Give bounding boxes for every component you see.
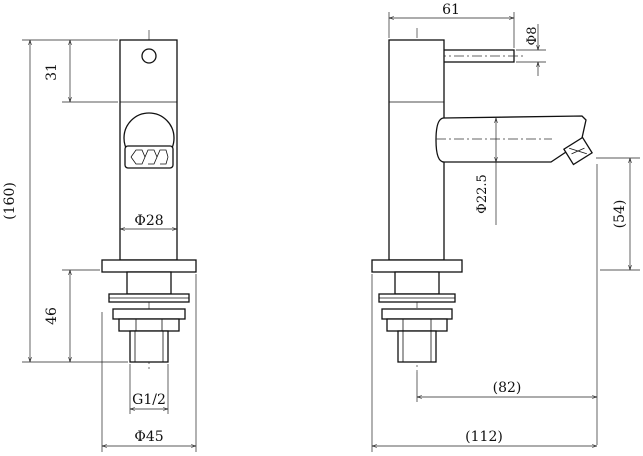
side-base-flange (371, 259, 463, 273)
side-thread-tail (397, 330, 437, 363)
dim-overall-height: (160) (2, 182, 18, 220)
dim-thread: G1/2 (132, 392, 166, 408)
dim-handle-diameter: Φ8 (525, 27, 540, 46)
dim-outlet-height: (54) (612, 200, 628, 229)
side-view: 61 Φ8 Φ22.5 (54) (82) (112) (371, 2, 640, 452)
front-thread-tail (129, 330, 169, 363)
dim-spout-diameter: Φ22.5 (475, 174, 490, 214)
dim-handle-length: 61 (442, 2, 460, 18)
front-view: (160) 31 46 Φ28 G1/2 Φ45 (2, 30, 197, 452)
dim-spout-reach: (82) (493, 380, 522, 396)
dim-overall-depth: (112) (465, 429, 503, 445)
side-shank (394, 271, 440, 295)
front-shank (126, 271, 172, 295)
dim-body-height: 31 (44, 63, 60, 81)
side-body (388, 39, 445, 261)
side-aerator (563, 136, 593, 166)
side-nut (381, 308, 453, 320)
side-lock-nut (386, 318, 448, 332)
front-aerator (123, 112, 175, 169)
dim-base-height: 46 (44, 307, 60, 325)
front-lock-nut (118, 318, 180, 332)
front-base-flange (101, 259, 197, 273)
dim-body-diameter: Φ28 (134, 213, 163, 229)
front-nut (112, 308, 186, 320)
front-lever-hole (141, 48, 157, 64)
dim-base-diameter: Φ45 (134, 429, 163, 445)
